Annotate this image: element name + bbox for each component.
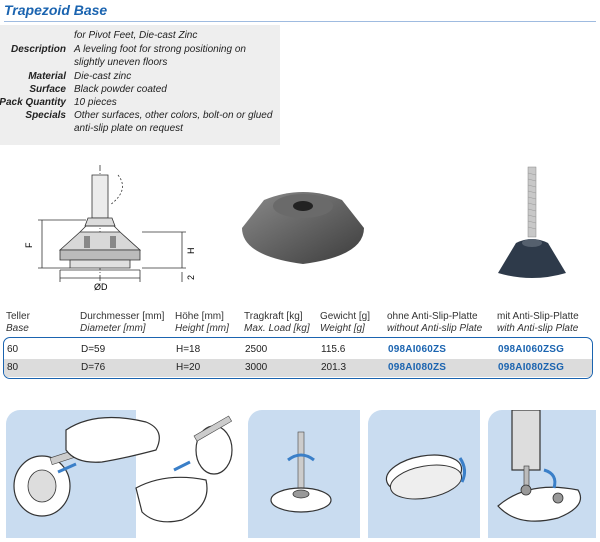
dimension-d-label: ØD <box>94 282 108 292</box>
article-link-without-plate[interactable]: 098AI080ZS <box>388 362 447 373</box>
cell-weight: 115.6 <box>321 344 346 355</box>
spec-key: Surface <box>29 84 66 95</box>
column-header: Durchmesser [mm] Diameter [mm] <box>80 311 164 335</box>
specifications-panel: for Pivot Feet, Die-cast Zinc Descriptio… <box>0 25 280 145</box>
page-title: Trapezoid Base <box>4 2 108 18</box>
cell-diameter: D=59 <box>81 344 106 355</box>
spec-value: Other surfaces, other colors, bolt-on or… <box>74 110 273 134</box>
dimension-h-label: H <box>186 248 196 255</box>
column-header-en: Diameter [mm] <box>80 323 146 334</box>
anti-slip-plate-illustration <box>385 454 467 500</box>
technical-drawing: F H ØD 2 <box>24 165 196 292</box>
product-table: 60 D=59 H=18 2500 115.6 098AI060ZS 098AI… <box>3 337 593 379</box>
cell-base: 60 <box>7 344 19 355</box>
spec-value: for Pivot Feet, Die-cast Zinc <box>74 30 198 41</box>
pivot-foot-photo <box>498 166 566 278</box>
cell-diameter: D=76 <box>81 362 106 373</box>
spec-key: Material <box>28 71 66 82</box>
cell-height: H=20 <box>176 362 201 373</box>
column-header: Teller Base <box>6 311 30 335</box>
spec-value: Die-cast zinc <box>74 71 132 82</box>
base-photo <box>242 192 364 264</box>
column-header: Tragkraft [kg] Max. Load [kg] <box>244 311 310 335</box>
assembly-step-mounted-foot <box>488 410 596 538</box>
spec-key: Specials <box>25 110 66 121</box>
column-header: Höhe [mm] Height [mm] <box>175 311 229 335</box>
article-link-with-plate[interactable]: 098AI060ZSG <box>498 344 565 355</box>
table-row: 80 D=76 H=20 3000 201.3 098AI080ZS 098AI… <box>4 359 592 377</box>
column-header-de: Höhe [mm] <box>175 311 224 322</box>
column-header-de: ohne Anti-Slip-Platte <box>387 311 478 322</box>
column-header-de: Durchmesser [mm] <box>80 311 165 322</box>
column-header-de: Teller <box>6 311 30 322</box>
insert-screw-illustration <box>270 431 332 513</box>
dimension-2-label: 2 <box>186 275 196 280</box>
column-header-en: without Anti-slip Plate <box>387 323 483 334</box>
spec-key: Pack Quantity <box>0 97 66 108</box>
column-header-en: Base <box>6 323 29 334</box>
cell-load: 2500 <box>245 344 268 355</box>
dimension-f-label: F <box>24 242 34 248</box>
mounted-foot-illustration <box>497 410 582 522</box>
cell-load: 3000 <box>245 362 268 373</box>
assembly-step-hand-screw <box>6 410 240 538</box>
cell-weight: 201.3 <box>321 362 347 373</box>
spec-value: Black powder coated <box>74 84 167 95</box>
spec-value: 10 pieces <box>74 97 117 108</box>
table-row: 60 D=59 H=18 2500 115.6 098AI060ZS 098AI… <box>4 341 592 359</box>
cell-base: 80 <box>7 362 19 373</box>
cell-height: H=18 <box>176 344 201 355</box>
column-header-en: Weight [g] <box>320 323 365 334</box>
assembly-step-anti-slip-plate <box>368 410 480 538</box>
article-link-without-plate[interactable]: 098AI060ZS <box>388 344 447 355</box>
column-header-de: Tragkraft [kg] <box>244 311 303 322</box>
column-header-en: Height [mm] <box>175 323 229 334</box>
spec-value: A leveling foot for strong positioning o… <box>74 44 246 68</box>
title-divider <box>4 21 596 22</box>
column-header-de: mit Anti-Slip-Platte <box>497 311 579 322</box>
assembly-step-insert-screw <box>248 410 360 538</box>
spec-key: Description <box>10 44 66 55</box>
column-header: mit Anti-Slip-Platte with Anti-slip Plat… <box>497 311 579 335</box>
column-header-en: Max. Load [kg] <box>244 323 310 334</box>
column-header: Gewicht [g] Weight [g] <box>320 311 370 335</box>
column-header: ohne Anti-Slip-Platte without Anti-slip … <box>387 311 482 335</box>
article-link-with-plate[interactable]: 098AI080ZSG <box>498 362 565 373</box>
column-header-de: Gewicht [g] <box>320 311 371 322</box>
hand-screwing-illustration <box>13 410 240 538</box>
column-header-en: with Anti-slip Plate <box>497 323 579 334</box>
